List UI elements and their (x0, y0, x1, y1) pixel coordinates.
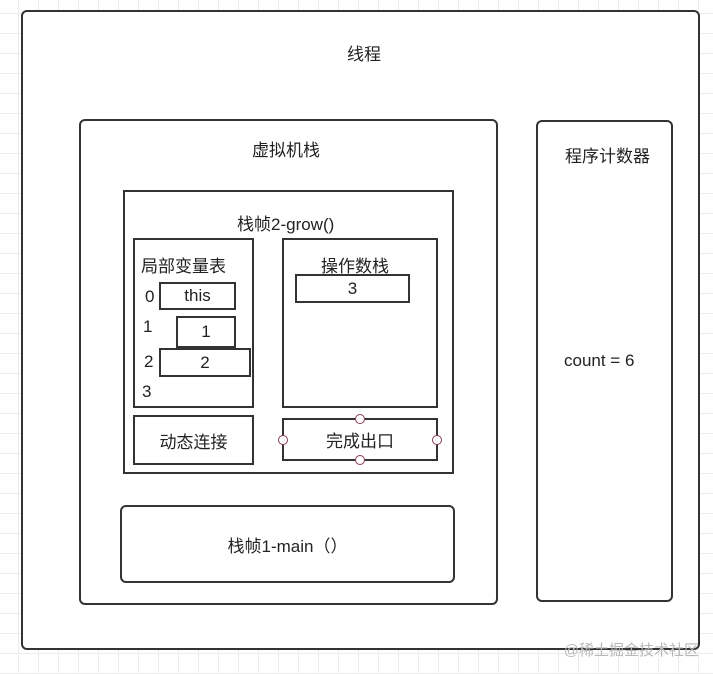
slot-index-1: 1 (143, 317, 153, 336)
slot-index-0: 0 (145, 287, 155, 306)
resize-handle-bottom[interactable] (355, 455, 365, 465)
watermark: @稀土掘金技术社区 (563, 642, 699, 659)
dynamic-link-box: 动态连接 (133, 415, 254, 465)
slot-index-3: 3 (142, 382, 152, 401)
slot-value-0: this (159, 282, 236, 310)
resize-handle-right[interactable] (432, 435, 442, 445)
local-vars-title: 局部变量表 (141, 257, 226, 276)
pc-register-title: 程序计数器 (565, 147, 650, 166)
operand-stack-title: 操作数栈 (321, 257, 389, 276)
slot-value-1: 1 (176, 316, 236, 348)
resize-handle-top[interactable] (355, 414, 365, 424)
resize-handle-left[interactable] (278, 435, 288, 445)
frame2-title: 栈帧2-grow() (237, 215, 335, 234)
vm-stack-title: 虚拟机栈 (252, 141, 320, 160)
operand-stack-box (282, 238, 438, 408)
thread-title: 线程 (347, 45, 381, 64)
pc-register-box (536, 120, 673, 602)
frame1-box: 栈帧1-main（） (120, 505, 455, 583)
pc-register-value: count = 6 (564, 351, 635, 370)
slot-value-2: 2 (159, 348, 251, 377)
operand-stack-top: 3 (295, 274, 410, 303)
slot-index-2: 2 (144, 352, 154, 371)
